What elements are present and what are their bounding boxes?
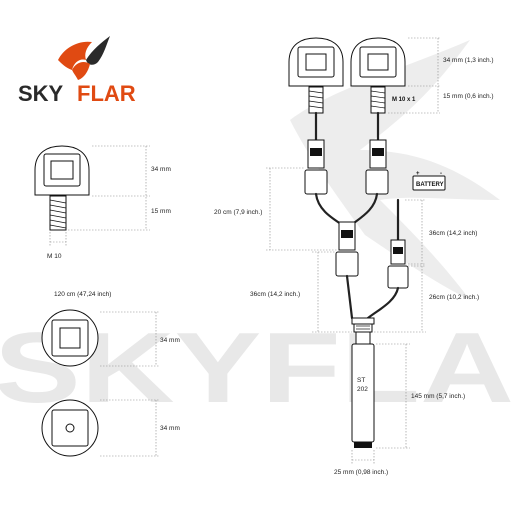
module-label-line1: ST — [357, 377, 365, 384]
front-height-label-2: 34 mm — [160, 425, 180, 432]
battery-minus: - — [440, 171, 442, 177]
module-label-line2: 202 — [357, 386, 368, 393]
st202-module: ST 202 — [351, 343, 375, 448]
eagle-logo-icon — [58, 36, 110, 80]
harness-bulb-left — [288, 37, 344, 114]
main-cable-left-label: 36cm (14,2 inch.) — [250, 291, 300, 298]
stem-height-label: 15 mm — [151, 208, 171, 215]
front-height-label-1: 34 mm — [160, 337, 180, 344]
cable-length-label: 120 cm (47,24 inch) — [54, 291, 111, 298]
harness-bulb-height-label: 34 mm (1,3 inch.) — [443, 57, 494, 64]
main-cable-right-label: 26cm (10,2 inch.) — [429, 294, 479, 301]
skyflar-logo: SKY FLAR — [18, 36, 136, 106]
harness-bulb-right — [350, 37, 406, 114]
bulb-front-view-1 — [41, 309, 99, 367]
battery-plus: + — [416, 171, 420, 177]
split-length-label: 20 cm (7,9 inch.) — [214, 209, 262, 216]
watermark-bird-icon — [290, 40, 500, 300]
bulb-side-view — [34, 145, 90, 231]
thread-label: M 10 — [47, 253, 62, 260]
logo-flar-text: FLAR — [77, 81, 136, 106]
module-length-label: 145 mm (5,7 inch.) — [411, 393, 465, 400]
harness-stem-height-label: 15 mm (0,6 inch.) — [443, 93, 494, 100]
battery-cable-label: 36cm (14,2 inch) — [429, 230, 477, 237]
bulb-height-label: 34 mm — [151, 166, 171, 173]
bulb-front-view-2 — [41, 399, 99, 457]
logo-sky-text: SKY — [18, 81, 64, 106]
battery-label: BATTERY — [416, 182, 444, 188]
wiring-harness: + - BATTERY — [304, 111, 446, 345]
harness-thread-label: M 10 x 1 — [392, 97, 416, 103]
module-width-label: 25 mm (0,98 inch.) — [334, 469, 388, 476]
